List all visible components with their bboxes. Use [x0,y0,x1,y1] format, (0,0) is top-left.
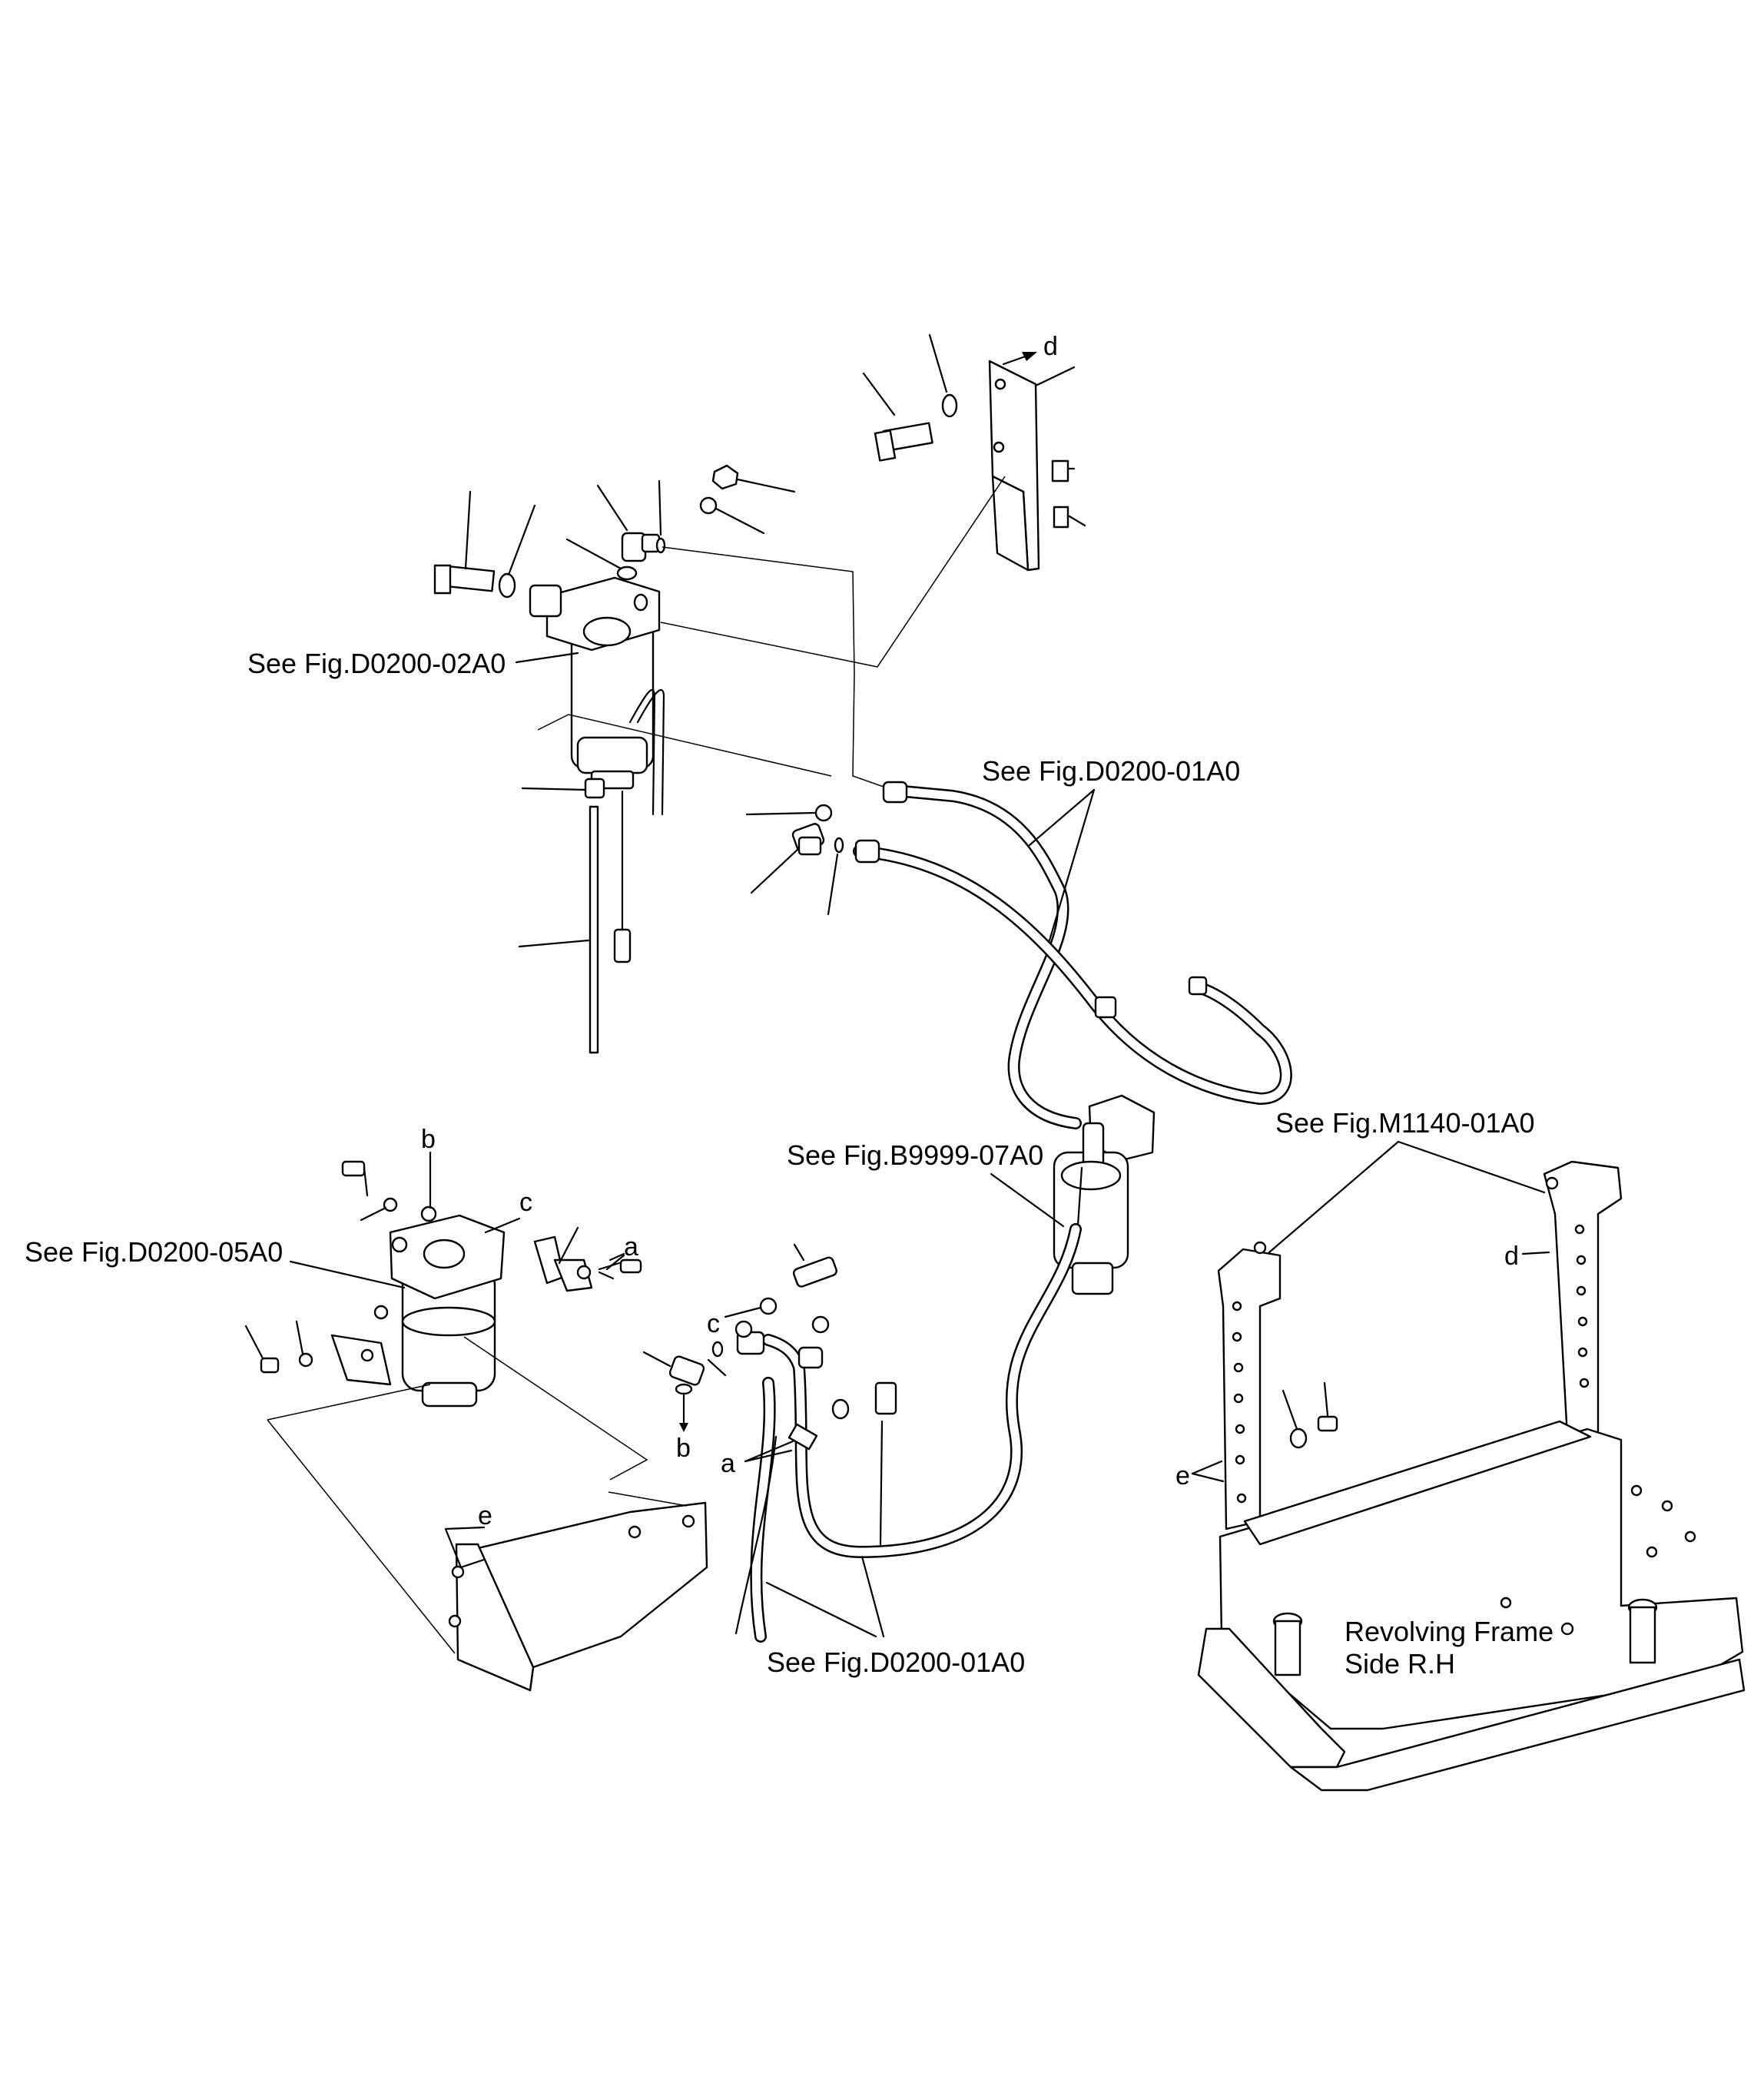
arrow-c-center [724,1306,762,1318]
bolt-top-right [862,333,958,462]
ref-leader-m1140-01a0-b [1397,1140,1546,1194]
leader-lower-left-2 [267,1419,456,1654]
bolts-lower-left [244,1160,398,1374]
fittings-center-c [711,1243,837,1358]
hose-assembly-lower [734,1223,1082,1643]
elbow-fitting-top [565,479,666,581]
ref-leader-01a0-top-b [1048,788,1096,942]
leader-top-2 [660,476,1006,668]
hose-assembly-center [853,781,1292,1129]
ref-label-m1140-01a0: See Fig.M1140-01A0 [1275,1107,1535,1139]
drain-fitting-left [521,778,605,799]
leader-lower-left-1 [267,1384,431,1421]
arrow-e-left [444,1526,486,1569]
letter-e-left: e [478,1501,492,1530]
ref-label-d0200-02a0: See Fig.D0200-02A0 [247,648,506,679]
arrow-d-right [1521,1251,1550,1255]
washer-bolt-center [831,1381,897,1546]
letter-d-right: d [1504,1242,1519,1271]
leader-lower-left-3 [463,1336,648,1481]
letter-c-left: c [519,1188,532,1217]
frame-label-line1: Revolving Frame [1345,1616,1553,1647]
frame-bolt-holes [1232,1224,1696,1636]
elbow-fitting-b [642,1351,727,1395]
revolving-frame [1197,1160,1746,1792]
letter-b-left: b [421,1125,436,1154]
arrow-b-center [679,1394,688,1432]
arrow-d-top [1002,352,1037,366]
ref-label-b9999-07a0: See Fig.B9999-07A0 [787,1139,1043,1171]
ref-leader-01a0-bottom-b [860,1555,885,1638]
letter-e-right: e [1175,1461,1190,1491]
clamp-a [788,1423,818,1451]
arrow-a-center [744,1440,794,1463]
bolt-filter-left [433,490,536,599]
plug-top [699,464,796,535]
drain-rod [518,805,599,1054]
ref-label-d0200-01a0-bottom: See Fig.D0200-01A0 [767,1646,1025,1678]
letter-d-top: d [1043,332,1058,361]
ref-leader-d0200-05a0 [289,1260,406,1289]
ref-label-d0200-05a0: See Fig.D0200-05A0 [25,1236,283,1268]
leader-top-3 [852,672,884,788]
side-plate-small [330,1334,392,1386]
ref-label-d0200-01a0-top: See Fig.D0200-01A0 [982,755,1240,787]
frame-bolt-washer [1282,1381,1338,1449]
ref-leader-01a0-bottom-a [765,1581,877,1638]
arrow-e-right [1191,1460,1225,1483]
leader-top-1 [662,546,855,674]
ref-leader-m1140-01a0-a [1268,1140,1400,1254]
fuel-filter-lower-left [389,1151,521,1408]
frame-label-line2: Side R.H [1345,1648,1455,1680]
ref-leader-01a0-top-a [1028,788,1096,847]
arrow-a-left [605,1252,625,1271]
ref-leader-b9999-07a0 [990,1172,1065,1228]
ref-leader-d0200-02a0 [515,652,579,664]
leader-top-4 [537,714,832,777]
letter-a-center: a [721,1449,735,1478]
bracket-plate-a [533,1226,642,1292]
letter-b-center: b [676,1434,691,1463]
letter-a-left: a [624,1232,638,1262]
letter-c-center: c [707,1309,720,1338]
mounting-bracket-top [988,360,1086,572]
mounting-plate-lower [448,1491,708,1692]
elbow-fitting-mid [745,804,844,916]
